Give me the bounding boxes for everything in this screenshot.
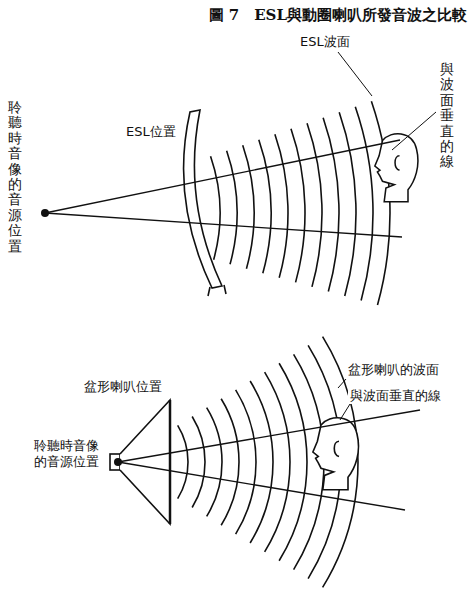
cone-wavefront	[236, 390, 256, 534]
cone-wavefront	[279, 363, 307, 561]
cone-wavefront	[192, 417, 205, 508]
esl-feet	[208, 285, 226, 296]
cone-wavefront	[221, 399, 239, 525]
esl-panel	[184, 110, 222, 288]
normal-label: 與波面垂直的線	[348, 388, 443, 404]
esl-wavefront	[275, 134, 288, 278]
figure-title: 圖 7 ESL與動圈喇叭所發音波之比較	[209, 6, 467, 25]
wavefront-label: 盆形喇叭的波面	[346, 362, 441, 378]
esl-wavefront	[211, 156, 220, 259]
normal-line	[118, 462, 405, 510]
esl-wavefront	[355, 107, 373, 301]
esl-wavefront	[323, 118, 339, 292]
cone-wavefront	[265, 372, 290, 552]
cone-wavefront	[178, 425, 188, 498]
panel-label: ESL位置	[126, 124, 176, 140]
esl-wavefront	[243, 145, 254, 268]
cone-speaker	[120, 400, 170, 524]
source-label: 聆聽時音像的音源位置	[30, 438, 99, 469]
esl-wavefront	[307, 123, 322, 287]
wavefront-label: ESL波面	[300, 34, 350, 50]
cone-wavefront	[250, 381, 273, 543]
source-dot	[114, 458, 122, 466]
normal-line	[45, 140, 400, 213]
esl-wavefront	[259, 140, 271, 274]
esl-wavefront	[339, 112, 356, 296]
esl-wavefront	[291, 129, 305, 283]
source-label: 聆聽時音像的音源位置	[8, 100, 22, 254]
esl-wavefront	[371, 101, 390, 305]
normal-line	[45, 213, 402, 237]
cone-wavefront	[207, 408, 222, 517]
listener-head	[313, 418, 359, 490]
normal-line	[118, 410, 420, 462]
esl-wavefront	[227, 151, 237, 264]
speaker-label: 盆形喇叭位置	[84, 379, 162, 395]
source-dot	[41, 209, 49, 217]
normal-label: 與波面垂直的線	[440, 62, 454, 170]
